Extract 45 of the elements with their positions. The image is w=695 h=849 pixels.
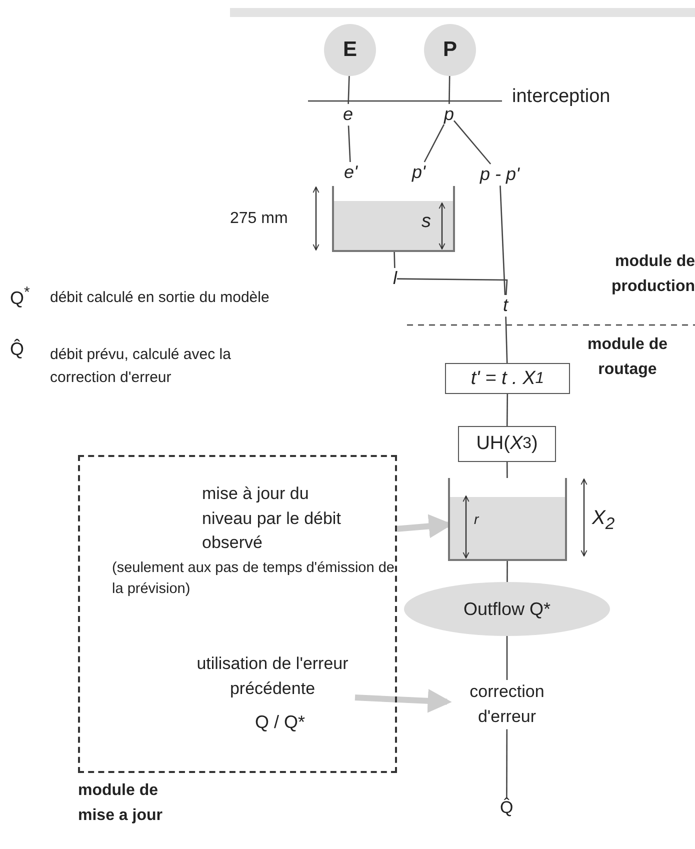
input-circle: P (424, 24, 476, 76)
arrow (354, 688, 452, 713)
line-label: interception (512, 86, 610, 109)
module-heading: module de routage (586, 335, 668, 380)
level-label: s (422, 211, 431, 234)
connector-line (394, 252, 396, 268)
store-tank (332, 186, 455, 252)
connector-line (397, 278, 508, 296)
connector-line (506, 561, 508, 582)
connector-line (506, 729, 508, 798)
connector-line (348, 126, 351, 162)
legend-text: débit prévu, calculé avec la correction d'erreur (50, 345, 232, 388)
connector-line (424, 124, 445, 162)
variable-label: p (444, 104, 454, 126)
dimension-label: X$_{2}$ (592, 506, 615, 534)
variable-label: l (393, 268, 397, 290)
connector-line (500, 186, 506, 296)
connector-line (506, 462, 508, 478)
node-text: correction d'erreur (447, 680, 567, 730)
dimension-label: 275 mm (230, 209, 288, 228)
variable-label: t (503, 295, 508, 317)
note-text: (seulement aux pas de temps d'émission de la prévision) (112, 558, 396, 599)
variable-label: e' (344, 162, 358, 184)
variable-label: p - p' (480, 164, 520, 186)
input-circle: E (324, 24, 376, 76)
connector-line (448, 76, 450, 104)
legend-symbol: Q̂ (10, 339, 24, 361)
node-text: mise à jour du niveau par le débit observé (202, 483, 342, 554)
connector-line (505, 316, 508, 364)
connector-line (454, 120, 492, 164)
store-tank (448, 478, 567, 561)
outflow-ellipse: Outflow Q* (404, 582, 610, 636)
connector-line (506, 636, 508, 680)
connector-line (506, 394, 508, 426)
legend-symbol: Q$^{*}$ (10, 284, 30, 310)
node-text: utilisation de l'erreur précédente (196, 653, 350, 700)
module-heading: module de production (610, 252, 695, 297)
level-label: r (474, 511, 479, 528)
ratio-label: Q / Q* (254, 711, 306, 734)
module-heading: module de mise a jour (78, 781, 164, 826)
node-text: Q̂ (500, 798, 514, 818)
variable-label: p' (412, 162, 426, 184)
variable-label: e (343, 104, 354, 126)
connector-line (348, 76, 350, 104)
legend-text: débit calculé en sortie du modèle (50, 288, 270, 308)
